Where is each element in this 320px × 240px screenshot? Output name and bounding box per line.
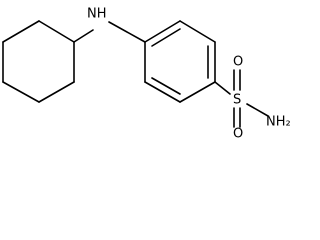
- bond: [144, 20, 181, 43]
- structure-drawing: NH S O O NH₂: [2, 7, 291, 142]
- sulfur-label: S: [233, 93, 241, 108]
- bond: [214, 81, 231, 95]
- bond: [246, 103, 269, 117]
- amino-label: NH₂: [266, 115, 291, 130]
- oxygen-top-label: O: [233, 55, 243, 70]
- bond: [73, 29, 94, 43]
- bond: [151, 77, 181, 95]
- bond: [38, 20, 75, 43]
- oxygen-bottom-label: O: [233, 127, 243, 142]
- sulfonamide-group: [214, 69, 269, 128]
- bond: [151, 28, 181, 47]
- benzene-ring: [144, 20, 216, 103]
- bond: [108, 21, 146, 43]
- bond: [2, 81, 40, 103]
- amine-linker: [73, 21, 146, 43]
- bond: [179, 20, 216, 43]
- bond: [2, 20, 40, 43]
- amine-label: NH: [87, 7, 107, 22]
- bond: [38, 81, 75, 103]
- molecule-structure: NH S O O NH₂: [2, 6, 291, 142]
- cyclohexane-ring: [2, 20, 75, 103]
- bond: [144, 81, 181, 103]
- bond: [179, 81, 216, 103]
